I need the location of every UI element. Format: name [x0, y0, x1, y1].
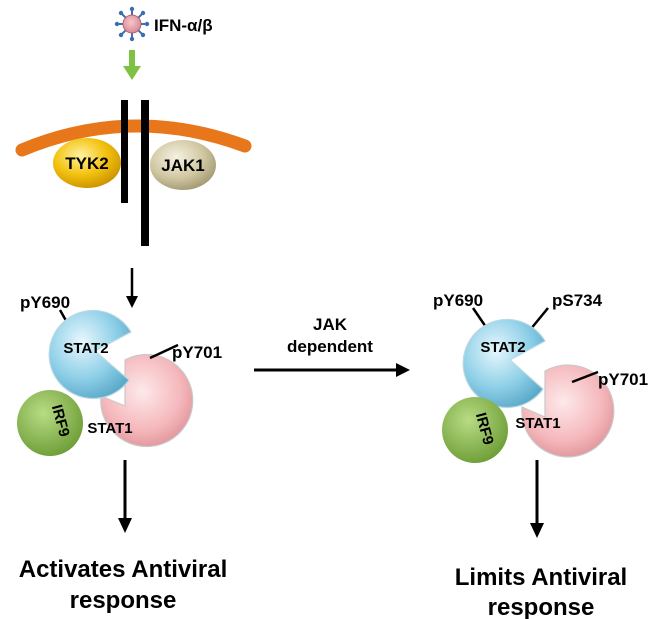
- right-stat1-shape: [521, 364, 615, 458]
- right-irf9-shape: [442, 397, 508, 463]
- left-stat-complex: pY690 pY701 STAT1 STAT2 IRF9: [17, 293, 222, 456]
- left-output-arrow: [118, 460, 132, 533]
- transition-label-line2: dependent: [287, 337, 373, 356]
- ligand-binding-arrow: [123, 50, 141, 80]
- receptor-chain-left: [121, 100, 128, 203]
- virus-particle-icon: [114, 6, 150, 42]
- jak1-label: JAK1: [161, 156, 204, 175]
- right-stat2-label: STAT2: [480, 339, 525, 356]
- left-stat2-shape: [48, 309, 132, 400]
- right-stat2-site-b-label: pS734: [552, 291, 603, 310]
- left-stat1-site-label: pY701: [172, 343, 222, 362]
- right-stat2-site-a-label: pY690: [433, 291, 483, 310]
- left-stat2-site-label: pY690: [20, 293, 70, 312]
- left-irf9-shape: [17, 390, 83, 456]
- jak-dependent-arrow: [254, 363, 410, 377]
- right-stat2-shape: [462, 318, 546, 409]
- left-outcome-line2: response: [70, 587, 177, 614]
- left-stat2-label: STAT2: [63, 340, 108, 357]
- right-outcome-line2: response: [488, 594, 595, 619]
- right-output-arrow: [530, 460, 544, 538]
- left-outcome-line1: Activates Antiviral: [19, 556, 228, 583]
- tyk2-kinase: TYK2: [53, 138, 121, 188]
- right-outcome-line1: Limits Antiviral: [455, 564, 627, 591]
- ligand-label: IFN-α/β: [154, 16, 213, 35]
- signal-arrow: [126, 268, 138, 308]
- left-stat1-label: STAT1: [87, 420, 132, 437]
- right-stat-complex: pY690 pS734 pY701 STAT1 STAT2 IRF9: [433, 291, 648, 463]
- jak1-kinase: JAK1: [150, 140, 216, 190]
- right-stat1-label: STAT1: [515, 415, 560, 432]
- receptor-chain-right: [141, 100, 149, 246]
- transition-label-line1: JAK: [313, 315, 348, 334]
- cell-membrane: [15, 119, 252, 157]
- tyk2-label: TYK2: [65, 154, 108, 173]
- right-stat1-site-label: pY701: [598, 370, 648, 389]
